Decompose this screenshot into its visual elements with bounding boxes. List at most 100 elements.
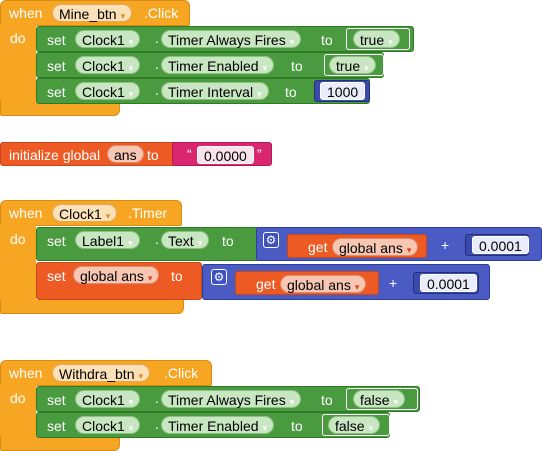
dot-separator: .	[155, 231, 159, 247]
false-logic-block[interactable]: false▾	[346, 388, 418, 410]
timer-event-side	[0, 224, 36, 304]
chevron-down-icon: ▾	[128, 423, 134, 433]
text-value-field[interactable]: 0.0000	[197, 146, 254, 164]
component-name: Clock1	[82, 392, 125, 408]
get-label: get	[308, 239, 328, 255]
timer-enabled-property-dropdown[interactable]: Timer Enabled▾	[161, 56, 275, 74]
set-label: set	[47, 58, 66, 74]
initialize-global-ans-block[interactable]: initialize global ans to	[0, 142, 178, 166]
dot-separator: .	[155, 82, 159, 98]
component-name: Clock1	[82, 418, 125, 434]
chevron-down-icon: ▾	[393, 397, 399, 407]
number-field[interactable]: 0.0001	[472, 236, 529, 254]
timer-always-fires-property-dropdown[interactable]: Timer Always Fires▾	[161, 390, 302, 408]
gear-icon[interactable]: ⚙	[263, 232, 279, 248]
event-name: .Click	[144, 5, 179, 21]
set-label1-text-block[interactable]: set Label1▾ . Text▾ to	[36, 227, 262, 261]
set-global-ans-block[interactable]: set global ans▾ to	[36, 262, 202, 300]
plus-operator: +	[389, 275, 398, 291]
property-name: Timer Always Fires	[168, 392, 286, 408]
chevron-down-icon: ▾	[289, 37, 295, 47]
true-dropdown[interactable]: true▾	[329, 56, 376, 74]
global-ans-dropdown[interactable]: global ans▾	[332, 238, 419, 256]
withdra-click-side	[0, 384, 36, 440]
chevron-down-icon: ▾	[120, 11, 126, 21]
timer-interval-property-dropdown[interactable]: Timer Interval▾	[161, 82, 269, 100]
number-1000-block[interactable]: 1000	[314, 80, 370, 102]
timer-enabled-property-dropdown[interactable]: Timer Enabled▾	[161, 416, 275, 434]
do-label: do	[10, 390, 26, 406]
global-ans-dropdown[interactable]: global ans▾	[73, 266, 160, 284]
component-name: Clock1	[59, 206, 102, 222]
text-string-block[interactable]: “ 0.0000 ”	[172, 142, 272, 166]
chevron-down-icon: ▾	[147, 273, 153, 283]
clock1-component-dropdown[interactable]: Clock1▾	[75, 416, 141, 434]
variable-name: global ans	[287, 277, 351, 293]
dot-separator: .	[155, 416, 159, 432]
dot-separator: .	[155, 56, 159, 72]
mine-click-footer	[0, 100, 120, 116]
addition-block[interactable]: ⚙ get global ans▾ + 0.0001	[202, 264, 490, 300]
chevron-down-icon: ▾	[368, 423, 374, 433]
withdra-btn-component-dropdown[interactable]: Withdra_btn▾	[52, 364, 151, 382]
dot-separator: .	[155, 30, 159, 46]
when-label: when	[9, 205, 43, 221]
global-variable-name-field[interactable]: ans	[107, 145, 144, 163]
clock1-component-dropdown[interactable]: Clock1▾	[75, 56, 141, 74]
logic-value: false	[335, 418, 365, 434]
true-logic-block[interactable]: true▾	[346, 28, 410, 50]
to-label: to	[291, 58, 303, 74]
number-field[interactable]: 0.0001	[420, 274, 477, 292]
gear-icon[interactable]: ⚙	[211, 269, 227, 285]
chevron-down-icon: ▾	[289, 397, 295, 407]
mine-btn-component-dropdown[interactable]: Mine_btn▾	[52, 4, 133, 22]
get-global-ans-block[interactable]: get global ans▾	[287, 234, 427, 258]
chevron-down-icon: ▾	[128, 89, 134, 99]
false-dropdown[interactable]: false▾	[328, 416, 381, 434]
set-label: set	[47, 32, 66, 48]
false-dropdown[interactable]: false▾	[353, 390, 406, 408]
property-name: Timer Enabled	[168, 58, 259, 74]
chevron-down-icon: ▾	[388, 37, 393, 47]
chevron-down-icon: ▾	[262, 423, 268, 433]
clock1-timer-event-block[interactable]: when Clock1▾ .Timer do set Label1▾ . Tex…	[0, 200, 542, 315]
clock1-component-dropdown[interactable]: Clock1▾	[52, 204, 118, 222]
chevron-down-icon: ▾	[128, 37, 134, 47]
chevron-down-icon: ▾	[262, 63, 268, 73]
do-label: do	[10, 231, 26, 247]
true-dropdown[interactable]: true▾	[353, 30, 400, 48]
component-name: Withdra_btn	[59, 366, 135, 382]
global-ans-dropdown[interactable]: global ans▾	[280, 275, 367, 293]
set-label: set	[47, 418, 66, 434]
set-label: set	[47, 84, 66, 100]
number-field[interactable]: 1000	[320, 82, 366, 100]
withdra-click-event-block[interactable]: when Withdra_btn▾ .Click do set Clock1▾ …	[0, 360, 542, 451]
true-logic-block[interactable]: true▾	[324, 54, 384, 76]
false-logic-block[interactable]: false▾	[322, 414, 390, 436]
clock1-component-dropdown[interactable]: Clock1▾	[75, 30, 141, 48]
number-0.0001-block[interactable]: 0.0001	[413, 272, 479, 294]
chevron-down-icon: ▾	[364, 63, 369, 73]
when-label: when	[9, 365, 43, 381]
clock1-component-dropdown[interactable]: Clock1▾	[75, 390, 141, 408]
chevron-down-icon: ▾	[128, 397, 134, 407]
close-quote: ”	[257, 146, 262, 162]
timer-event-footer	[0, 300, 184, 314]
dot-separator: .	[155, 390, 159, 406]
logic-value: false	[360, 392, 390, 408]
to-label: to	[171, 268, 183, 284]
do-label: do	[10, 30, 26, 46]
variable-name: global ans	[339, 240, 403, 256]
set-label: set	[47, 233, 66, 249]
number-0.0001-block[interactable]: 0.0001	[465, 234, 529, 256]
addition-block[interactable]: ⚙ get global ans▾ + 0.0001	[256, 227, 542, 261]
clock1-component-dropdown[interactable]: Clock1▾	[75, 82, 141, 100]
mine-click-event-block[interactable]: when Mine_btn▾ .Click do set Clock1▾ . T…	[0, 0, 542, 120]
label1-component-dropdown[interactable]: Label1▾	[75, 231, 140, 249]
timer-always-fires-property-dropdown[interactable]: Timer Always Fires▾	[161, 30, 302, 48]
set-label: set	[47, 392, 66, 408]
get-global-ans-block[interactable]: get global ans▾	[235, 271, 379, 295]
open-quote: “	[187, 146, 192, 162]
text-property-dropdown[interactable]: Text▾	[161, 231, 210, 249]
property-name: Timer Always Fires	[168, 32, 286, 48]
